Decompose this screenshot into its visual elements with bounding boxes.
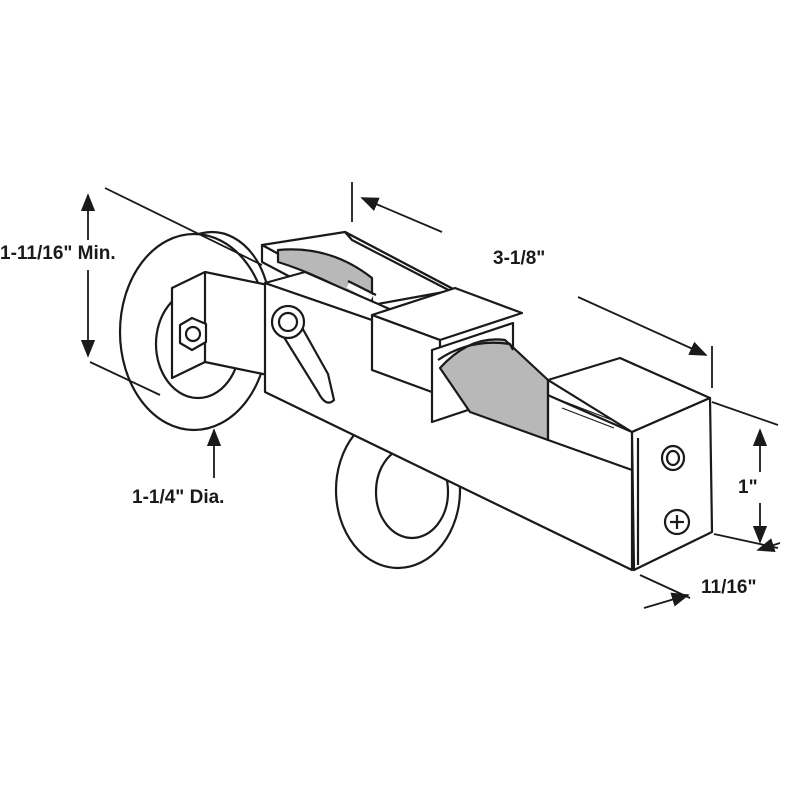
pivot-bracket [170, 270, 270, 380]
dimension-lines [80, 182, 781, 609]
length-label: 3-1/8" [493, 248, 546, 269]
adjust-lever [270, 304, 336, 404]
housing-width-label: 11/16" [701, 577, 757, 598]
height-min-label: 1-11/16" Min. [0, 243, 116, 264]
wheel-diameter-label: 1-1/4" Dia. [132, 487, 225, 508]
housing-height-label: 1" [738, 477, 758, 498]
housing [263, 270, 714, 572]
